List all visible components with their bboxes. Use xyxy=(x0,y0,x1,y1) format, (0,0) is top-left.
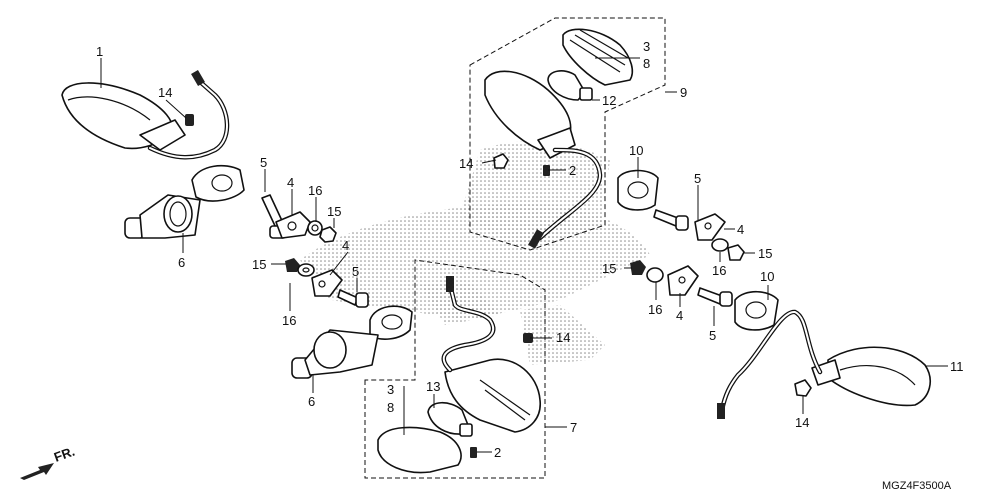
callout-8: 8 xyxy=(387,400,394,415)
callout-10: 10 xyxy=(629,143,643,158)
callout-1: 1 xyxy=(96,44,103,59)
bulb-left-rear xyxy=(427,401,473,437)
rubber-mount-upper-right xyxy=(617,169,659,211)
diagram-code: MGZ4F3500A xyxy=(882,480,952,492)
callout-13: 13 xyxy=(426,379,440,394)
callout-5: 5 xyxy=(709,328,716,343)
callout-2: 2 xyxy=(569,163,576,178)
screw-icon xyxy=(493,153,509,169)
callout-4: 4 xyxy=(287,175,294,190)
callout-14: 14 xyxy=(459,156,473,171)
washer-lower-left xyxy=(297,263,315,277)
callout-5: 5 xyxy=(352,264,359,279)
leader-lines xyxy=(100,57,948,453)
callout-5: 5 xyxy=(694,171,701,186)
front-left-indicator xyxy=(61,69,230,160)
callout-15: 15 xyxy=(602,261,616,276)
callout-7: 7 xyxy=(570,420,577,435)
front-indicator-label: FR. xyxy=(52,444,77,465)
lens-left-rear xyxy=(377,426,462,474)
mounting-bolt-lower-right xyxy=(697,287,733,307)
nut-upper-left xyxy=(319,226,337,243)
callout-9: 9 xyxy=(680,85,687,100)
callout-3: 3 xyxy=(387,382,394,397)
screw-icon xyxy=(794,379,812,397)
mounting-bolt-upper-right xyxy=(653,209,689,231)
rear-left-indicator-body xyxy=(441,276,541,433)
group-box-left-rear-indicator xyxy=(364,259,546,479)
rear-right-indicator-body xyxy=(484,70,603,249)
callout-10: 10 xyxy=(760,269,774,284)
callout-16: 16 xyxy=(712,263,726,278)
callout-4: 4 xyxy=(676,308,683,323)
group-box-right-rear-indicator xyxy=(469,17,666,251)
front-right-indicator xyxy=(717,309,931,419)
screw-icon xyxy=(523,333,533,343)
lens-right-rear xyxy=(562,28,634,86)
screw-icon xyxy=(543,165,550,176)
callout-3: 3 xyxy=(643,39,650,54)
screw-icon xyxy=(470,447,477,458)
front-direction-arrow-icon xyxy=(20,463,54,480)
callout-8: 8 xyxy=(643,56,650,71)
callout-11: 11 xyxy=(950,359,964,374)
callout-16: 16 xyxy=(648,302,662,317)
nut-lower-left xyxy=(285,258,300,272)
nut-upper-right xyxy=(727,244,745,261)
nut-lower-right xyxy=(630,260,646,275)
plate-upper-left xyxy=(275,211,311,239)
callout-14: 14 xyxy=(795,415,809,430)
callout-6: 6 xyxy=(178,255,185,270)
callout-2: 2 xyxy=(494,445,501,460)
screw-icon xyxy=(185,114,194,126)
callout-15: 15 xyxy=(327,204,341,219)
callout-14: 14 xyxy=(158,85,172,100)
washer-lower-right xyxy=(646,267,664,283)
washer-upper-right xyxy=(711,238,729,252)
callout-4: 4 xyxy=(342,238,349,253)
callout-16: 16 xyxy=(282,313,296,328)
indicator-stay-upper-left xyxy=(124,194,201,239)
plate-lower-right xyxy=(667,265,699,296)
callout-labels: 1 14 5 4 16 15 6 15 4 5 16 6 3 8 13 2 14… xyxy=(96,39,964,460)
callout-14: 14 xyxy=(556,330,570,345)
callout-4: 4 xyxy=(737,222,744,237)
callout-12: 12 xyxy=(602,93,616,108)
background-body-silhouette xyxy=(300,141,650,365)
rubber-mount-lower-right xyxy=(734,290,779,331)
callout-15: 15 xyxy=(758,246,772,261)
mounting-bolt-lower-left xyxy=(337,289,369,308)
plate-upper-right xyxy=(694,213,726,241)
indicator-stay-lower-left xyxy=(291,329,379,379)
callout-15: 15 xyxy=(252,257,266,272)
callout-5: 5 xyxy=(260,155,267,170)
callout-16: 16 xyxy=(308,183,322,198)
callout-6: 6 xyxy=(308,394,315,409)
plate-lower-left xyxy=(311,269,343,297)
washer-upper-left xyxy=(307,220,323,236)
bulb-right-rear xyxy=(547,70,593,101)
rubber-mount-upper-left xyxy=(191,164,245,202)
